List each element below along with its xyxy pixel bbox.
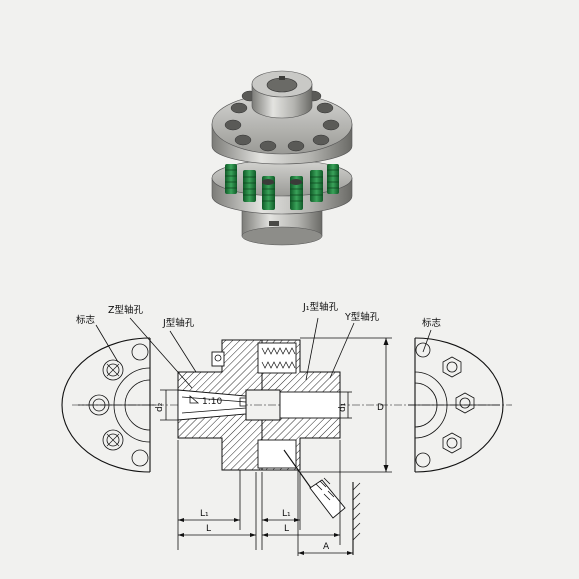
dim-L1-left: L₁ xyxy=(200,509,209,519)
dim-L-right: L xyxy=(284,524,289,534)
installation-tool xyxy=(283,449,346,519)
dim-L-left: L xyxy=(206,524,211,534)
dim-d2: d₂ xyxy=(155,402,165,412)
label-y-bore: Y型轴孔 xyxy=(344,311,380,323)
label-mark-left: 标志 xyxy=(76,314,95,326)
dim-taper: 1:10 xyxy=(202,397,222,407)
reference-wall xyxy=(352,482,361,555)
right-end-view xyxy=(408,337,504,473)
left-end-view xyxy=(61,337,156,473)
dimension-lines xyxy=(178,519,353,554)
spring-sleeves xyxy=(225,164,339,210)
coupling-3d-render xyxy=(211,70,353,246)
technical-drawing: 标志 Z型轴孔 J型轴孔 J₁型轴孔 Y型轴孔 标志 1:10 d₂ d₁ D … xyxy=(61,301,512,556)
label-leaders xyxy=(95,317,432,389)
dim-D: D xyxy=(377,403,384,413)
dim-A: A xyxy=(323,542,330,552)
dim-L1-right: L₁ xyxy=(282,509,291,519)
section-view xyxy=(177,339,346,519)
dim-d1: d₁ xyxy=(338,402,348,412)
label-z-bore: Z型轴孔 xyxy=(108,304,144,316)
label-j-bore: J型轴孔 xyxy=(162,317,195,329)
label-j1-bore: J₁型轴孔 xyxy=(302,301,339,313)
label-mark-right: 标志 xyxy=(422,317,441,329)
